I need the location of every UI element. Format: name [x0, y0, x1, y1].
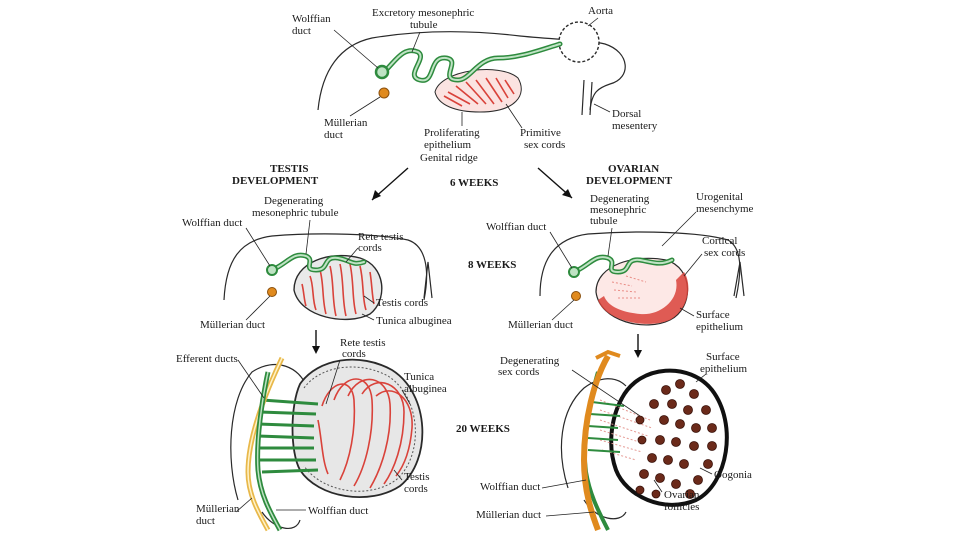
primitive-sex-cords-shape — [443, 77, 515, 107]
ovary-8-cortex — [598, 272, 689, 324]
label-mullerian-duct-ovary8: Müllerian duct — [508, 319, 573, 331]
testis-20-efferent-ducts — [257, 398, 319, 474]
heading-eight-weeks: 8 WEEKS — [468, 259, 516, 271]
label-wolffian-duct-testis8: Wolffian duct — [182, 217, 242, 229]
arrow-testis-down — [312, 330, 320, 354]
arrow-to-testis — [371, 167, 409, 201]
mullerian-duct-shape — [378, 87, 390, 99]
testis-8-wolffian-tubule — [273, 252, 367, 273]
aorta-vessel — [558, 21, 600, 63]
label-efferent-ducts: Efferent ducts — [176, 353, 238, 365]
testis-20-cords — [317, 378, 413, 489]
arrow-to-ovary — [537, 167, 573, 199]
heading-six-weeks: 6 WEEKS — [450, 177, 498, 189]
heading-twenty-weeks: 20 WEEKS — [456, 423, 510, 435]
label-wolffian-duct-ovary20: Wolffian duct — [480, 481, 540, 493]
label-testis-cords-8: Testis cords — [376, 297, 428, 309]
label-genital-ridge: Genital ridge — [420, 152, 478, 164]
arrow-ovary-down — [634, 334, 642, 358]
label-oogonia: Oogonia — [714, 469, 752, 481]
ovary-8-wolffian-tubule — [575, 254, 675, 275]
testis-8-cords — [301, 263, 375, 317]
ovary-20-follicles — [635, 379, 717, 499]
label-tunica-albuginea-8: Tunica albuginea — [376, 315, 452, 327]
label-wolffian-duct-ovary8: Wolffian duct — [486, 221, 546, 233]
label-aorta: Aorta — [588, 5, 613, 17]
label-mullerian-duct-ovary20: Müllerian duct — [476, 509, 541, 521]
ovary-20-wolffian-tubules — [587, 401, 625, 453]
ovary-20-degenerating-cords — [599, 399, 653, 461]
mesonephric-tubule-shape — [383, 41, 563, 83]
label-mullerian-duct-testis8: Müllerian duct — [200, 319, 265, 331]
label-wolffian-duct-testis20: Wolffian duct — [308, 505, 368, 517]
wolffian-duct-shape — [374, 64, 390, 80]
testis-20-wolffian-duct — [255, 371, 283, 532]
